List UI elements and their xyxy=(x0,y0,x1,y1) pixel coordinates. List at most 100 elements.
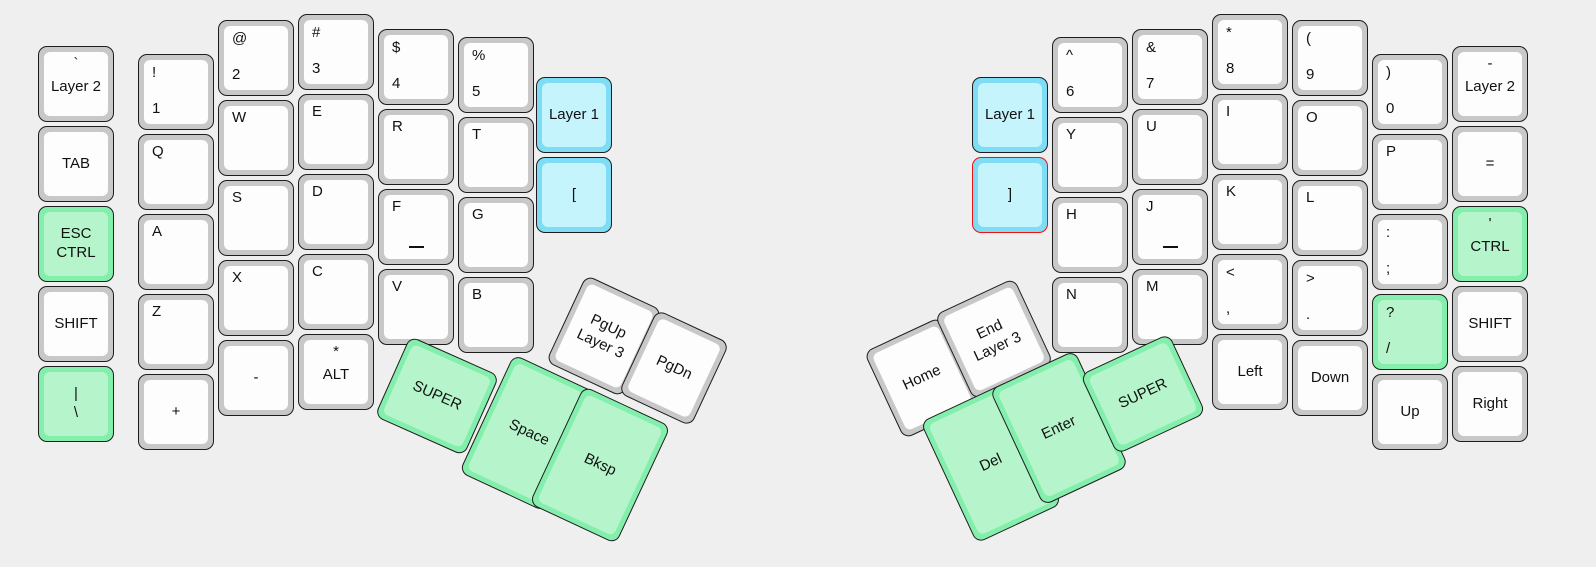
key-legend: Right xyxy=(1472,394,1508,412)
key-grave-layer2[interactable]: `Layer 2 xyxy=(38,46,114,122)
keycap-surface: S xyxy=(224,186,288,250)
key-legend: X xyxy=(232,269,243,286)
keycap-surface: Right xyxy=(1458,372,1522,436)
key-minus-layer2[interactable]: -Layer 2 xyxy=(1452,46,1528,122)
key-legend: V xyxy=(392,278,403,295)
key-2[interactable]: @2 xyxy=(218,20,294,96)
keycap-surface: *8 xyxy=(1218,20,1282,84)
key-t[interactable]: T xyxy=(458,117,534,193)
key-b[interactable]: B xyxy=(458,277,534,353)
key-3[interactable]: #3 xyxy=(298,14,374,90)
key-legend: Q xyxy=(152,143,164,160)
key-legend: 4 xyxy=(392,75,401,93)
key-legend: Enter xyxy=(1038,411,1079,443)
key-right-arrow[interactable]: Right xyxy=(1452,366,1528,442)
key-o[interactable]: O xyxy=(1292,100,1368,176)
key-k[interactable]: K xyxy=(1212,174,1288,250)
key-legend: M xyxy=(1146,278,1159,295)
key-9[interactable]: (9 xyxy=(1292,20,1368,96)
key-6[interactable]: ^6 xyxy=(1052,37,1128,113)
keycap-surface: T xyxy=(464,123,528,187)
key-legend: G xyxy=(472,206,484,223)
key-comma[interactable]: <, xyxy=(1212,254,1288,330)
key-legend: ESC xyxy=(60,225,92,243)
key-pipe-backslash[interactable]: |\ xyxy=(38,366,114,442)
keycap-surface: A xyxy=(144,220,208,284)
key-legend: * xyxy=(1226,24,1232,41)
key-equal[interactable]: = xyxy=(1452,126,1528,202)
key-legend: 6 xyxy=(1066,83,1075,101)
key-tab[interactable]: TAB xyxy=(38,126,114,202)
key-i[interactable]: I xyxy=(1212,94,1288,170)
key-q[interactable]: Q xyxy=(138,134,214,210)
key-legend: B xyxy=(472,286,483,303)
key-m[interactable]: M xyxy=(1132,269,1208,345)
key-x[interactable]: X xyxy=(218,260,294,336)
key-j[interactable]: J xyxy=(1132,189,1208,265)
key-legend: T xyxy=(472,126,482,143)
key-u[interactable]: U xyxy=(1132,109,1208,185)
key-layer1-left[interactable]: Layer 1 xyxy=(536,77,612,153)
key-minus[interactable]: - xyxy=(218,340,294,416)
key-semicolon[interactable]: :; xyxy=(1372,214,1448,290)
key-down-arrow[interactable]: Down xyxy=(1292,340,1368,416)
key-bracket-right[interactable]: ] xyxy=(972,157,1048,233)
key-period[interactable]: >. xyxy=(1292,260,1368,336)
key-legend: L xyxy=(1306,189,1315,206)
key-legend: 8 xyxy=(1226,60,1235,78)
key-bracket-left[interactable]: [ xyxy=(536,157,612,233)
keycap-surface: Left xyxy=(1218,340,1282,404)
key-0[interactable]: )0 xyxy=(1372,54,1448,130)
key-legend: ' xyxy=(1488,215,1492,232)
key-a[interactable]: A xyxy=(138,214,214,290)
key-layer1-right[interactable]: Layer 1 xyxy=(972,77,1048,153)
key-w[interactable]: W xyxy=(218,100,294,176)
key-legend: SHIFT xyxy=(1468,314,1512,332)
key-legend: @ xyxy=(232,30,248,47)
key-n[interactable]: N xyxy=(1052,277,1128,353)
key-z[interactable]: Z xyxy=(138,294,214,370)
key-y[interactable]: Y xyxy=(1052,117,1128,193)
key-legend: Left xyxy=(1237,362,1263,380)
key-d[interactable]: D xyxy=(298,174,374,250)
key-p[interactable]: P xyxy=(1372,134,1448,210)
key-slash[interactable]: ?/ xyxy=(1372,294,1448,370)
key-legend: N xyxy=(1066,286,1077,303)
key-legend: S xyxy=(232,189,243,206)
key-r[interactable]: R xyxy=(378,109,454,185)
key-legend: 9 xyxy=(1306,66,1315,84)
key-4[interactable]: $4 xyxy=(378,29,454,105)
keycap-surface: TAB xyxy=(44,132,108,196)
key-7[interactable]: &7 xyxy=(1132,29,1208,105)
keycap-surface: !1 xyxy=(144,60,208,124)
keycap-surface: R xyxy=(384,115,448,179)
key-e[interactable]: E xyxy=(298,94,374,170)
key-8[interactable]: *8 xyxy=(1212,14,1288,90)
key-1[interactable]: !1 xyxy=(138,54,214,130)
key-quote-ctrl[interactable]: 'CTRL xyxy=(1452,206,1528,282)
key-f[interactable]: F xyxy=(378,189,454,265)
keycap-surface: Up xyxy=(1378,380,1442,444)
key-s[interactable]: S xyxy=(218,180,294,256)
key-up-arrow[interactable]: Up xyxy=(1372,374,1448,450)
key-l[interactable]: L xyxy=(1292,180,1368,256)
key-plus[interactable]: + xyxy=(138,374,214,450)
key-v[interactable]: V xyxy=(378,269,454,345)
key-legend: & xyxy=(1146,39,1157,56)
key-g[interactable]: G xyxy=(458,197,534,273)
key-5[interactable]: %5 xyxy=(458,37,534,113)
key-legend: SUPER xyxy=(1115,374,1170,412)
key-legend: J xyxy=(1146,198,1154,215)
key-shift-right[interactable]: SHIFT xyxy=(1452,286,1528,362)
key-left-arrow[interactable]: Left xyxy=(1212,334,1288,410)
key-alt[interactable]: *ALT xyxy=(298,334,374,410)
key-legend: Bksp xyxy=(581,449,620,479)
key-legend: ? xyxy=(1386,304,1395,321)
keycap-surface: O xyxy=(1298,106,1362,170)
key-legend: Layer 2 xyxy=(50,77,102,95)
keycap-surface: `Layer 2 xyxy=(44,52,108,116)
key-h[interactable]: H xyxy=(1052,197,1128,273)
key-shift-left[interactable]: SHIFT xyxy=(38,286,114,362)
key-c[interactable]: C xyxy=(298,254,374,330)
